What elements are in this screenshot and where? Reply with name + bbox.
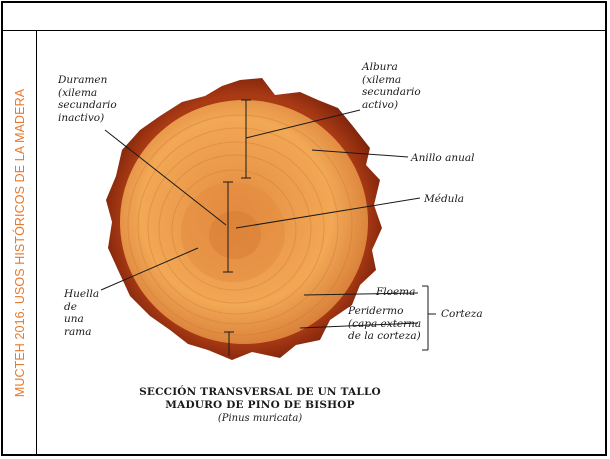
caption-line-1: SECCIÓN TRANSVERSAL DE UN TALLO: [110, 386, 410, 399]
label-duramen: Duramen (xilema secundario inactivo): [58, 74, 117, 124]
caption-line-2: MADURO DE PINO DE BISHOP: [110, 399, 410, 412]
caption-scientific-name: (Pinus muricata): [110, 412, 410, 425]
label-albura: Albura (xilema secundario activo): [362, 61, 421, 111]
label-corteza: Corteza: [441, 308, 483, 321]
figure-caption: SECCIÓN TRANSVERSAL DE UN TALLO MADURO D…: [110, 386, 410, 425]
label-floema: Floema: [376, 286, 415, 299]
label-anillo-anual: Anillo anual: [411, 152, 474, 165]
label-huella: Huella de una rama: [64, 288, 99, 338]
label-peridermo: Peridermo (capa externa de la corteza): [348, 305, 421, 343]
label-medula: Médula: [424, 193, 464, 206]
